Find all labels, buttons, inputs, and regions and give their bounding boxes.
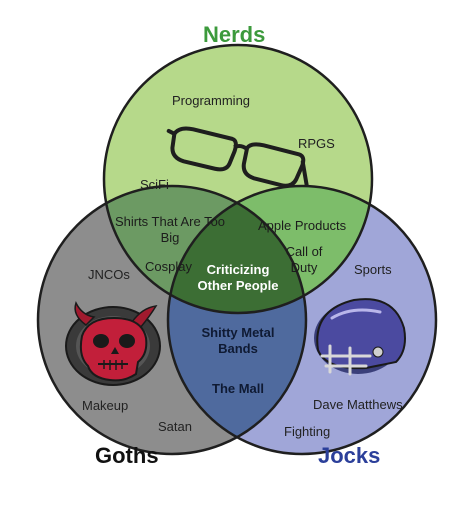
- label-scifi: SciFi: [140, 177, 169, 192]
- label-cosplay: Cosplay: [145, 259, 192, 274]
- label-the-mall: The Mall: [212, 381, 265, 396]
- label-center: Criticizing Other People: [194, 262, 282, 294]
- goths-title: Goths: [95, 443, 159, 468]
- label-sports: Sports: [354, 262, 392, 277]
- label-satan: Satan: [158, 419, 192, 434]
- label-shirts-too-big-text: Shirts That Are Too Big: [114, 214, 226, 245]
- glasses-icon: [166, 126, 309, 188]
- goths-outline: [36, 184, 308, 456]
- label-apple-products: Apple Products: [258, 218, 347, 233]
- label-center-text: Criticizing Other People: [197, 262, 279, 293]
- jocks-outline: [166, 184, 438, 456]
- label-programming: Programming: [172, 93, 251, 108]
- label-call-of-duty: Call of Duty: [276, 244, 332, 276]
- label-makeup: Makeup: [82, 398, 129, 413]
- label-call-of-duty-text: Call of Duty: [285, 244, 323, 275]
- football-helmet-icon: [314, 298, 406, 376]
- label-shirts-too-big: Shirts That Are Too Big: [114, 214, 226, 246]
- devil-skull-icon: [65, 301, 161, 386]
- label-shitty-metal-bands: Shitty Metal Bands: [192, 325, 284, 357]
- label-shitty-metal-bands-text: Shitty Metal Bands: [201, 325, 275, 356]
- label-fighting: Fighting: [284, 424, 331, 439]
- nerds-outline: [102, 43, 374, 315]
- label-dave-matthews: Dave Matthews: [313, 397, 403, 412]
- center-overlap: [168, 186, 306, 313]
- label-jncos: JNCOs: [88, 267, 130, 282]
- label-rpgs: RPGS: [298, 136, 335, 151]
- nerds-title: Nerds: [203, 22, 266, 47]
- jocks-title: Jocks: [318, 443, 381, 468]
